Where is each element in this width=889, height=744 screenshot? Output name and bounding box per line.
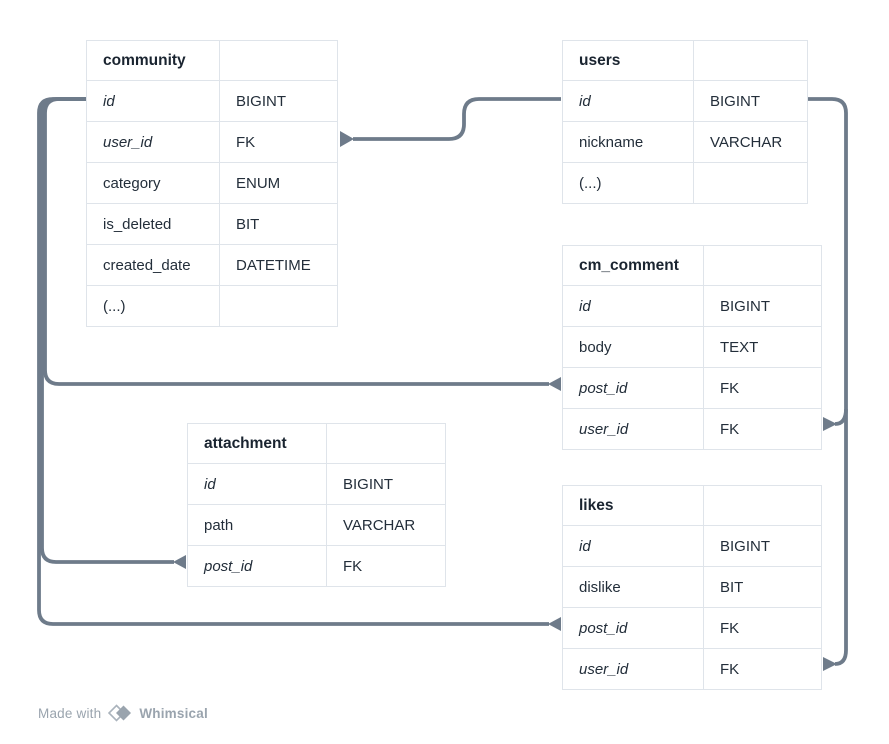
- table-title: attachment: [204, 434, 287, 452]
- table-title: users: [579, 51, 621, 69]
- connector-users-cmcomment-likes[interactable]: [808, 97, 848, 671]
- table-row: (...): [87, 285, 337, 326]
- connector-community-users[interactable]: [340, 97, 561, 147]
- connector-community-likes[interactable]: [37, 97, 561, 631]
- table-title: likes: [579, 496, 614, 514]
- made-with-label: Made with: [38, 705, 102, 721]
- whimsical-watermark[interactable]: Made with Whimsical: [38, 703, 208, 723]
- whimsical-brand-label: Whimsical: [139, 705, 208, 721]
- table-title: cm_comment: [579, 256, 679, 274]
- table-row: (...): [563, 162, 807, 203]
- whimsical-logo-icon: [108, 704, 132, 722]
- table-title: community: [103, 51, 186, 69]
